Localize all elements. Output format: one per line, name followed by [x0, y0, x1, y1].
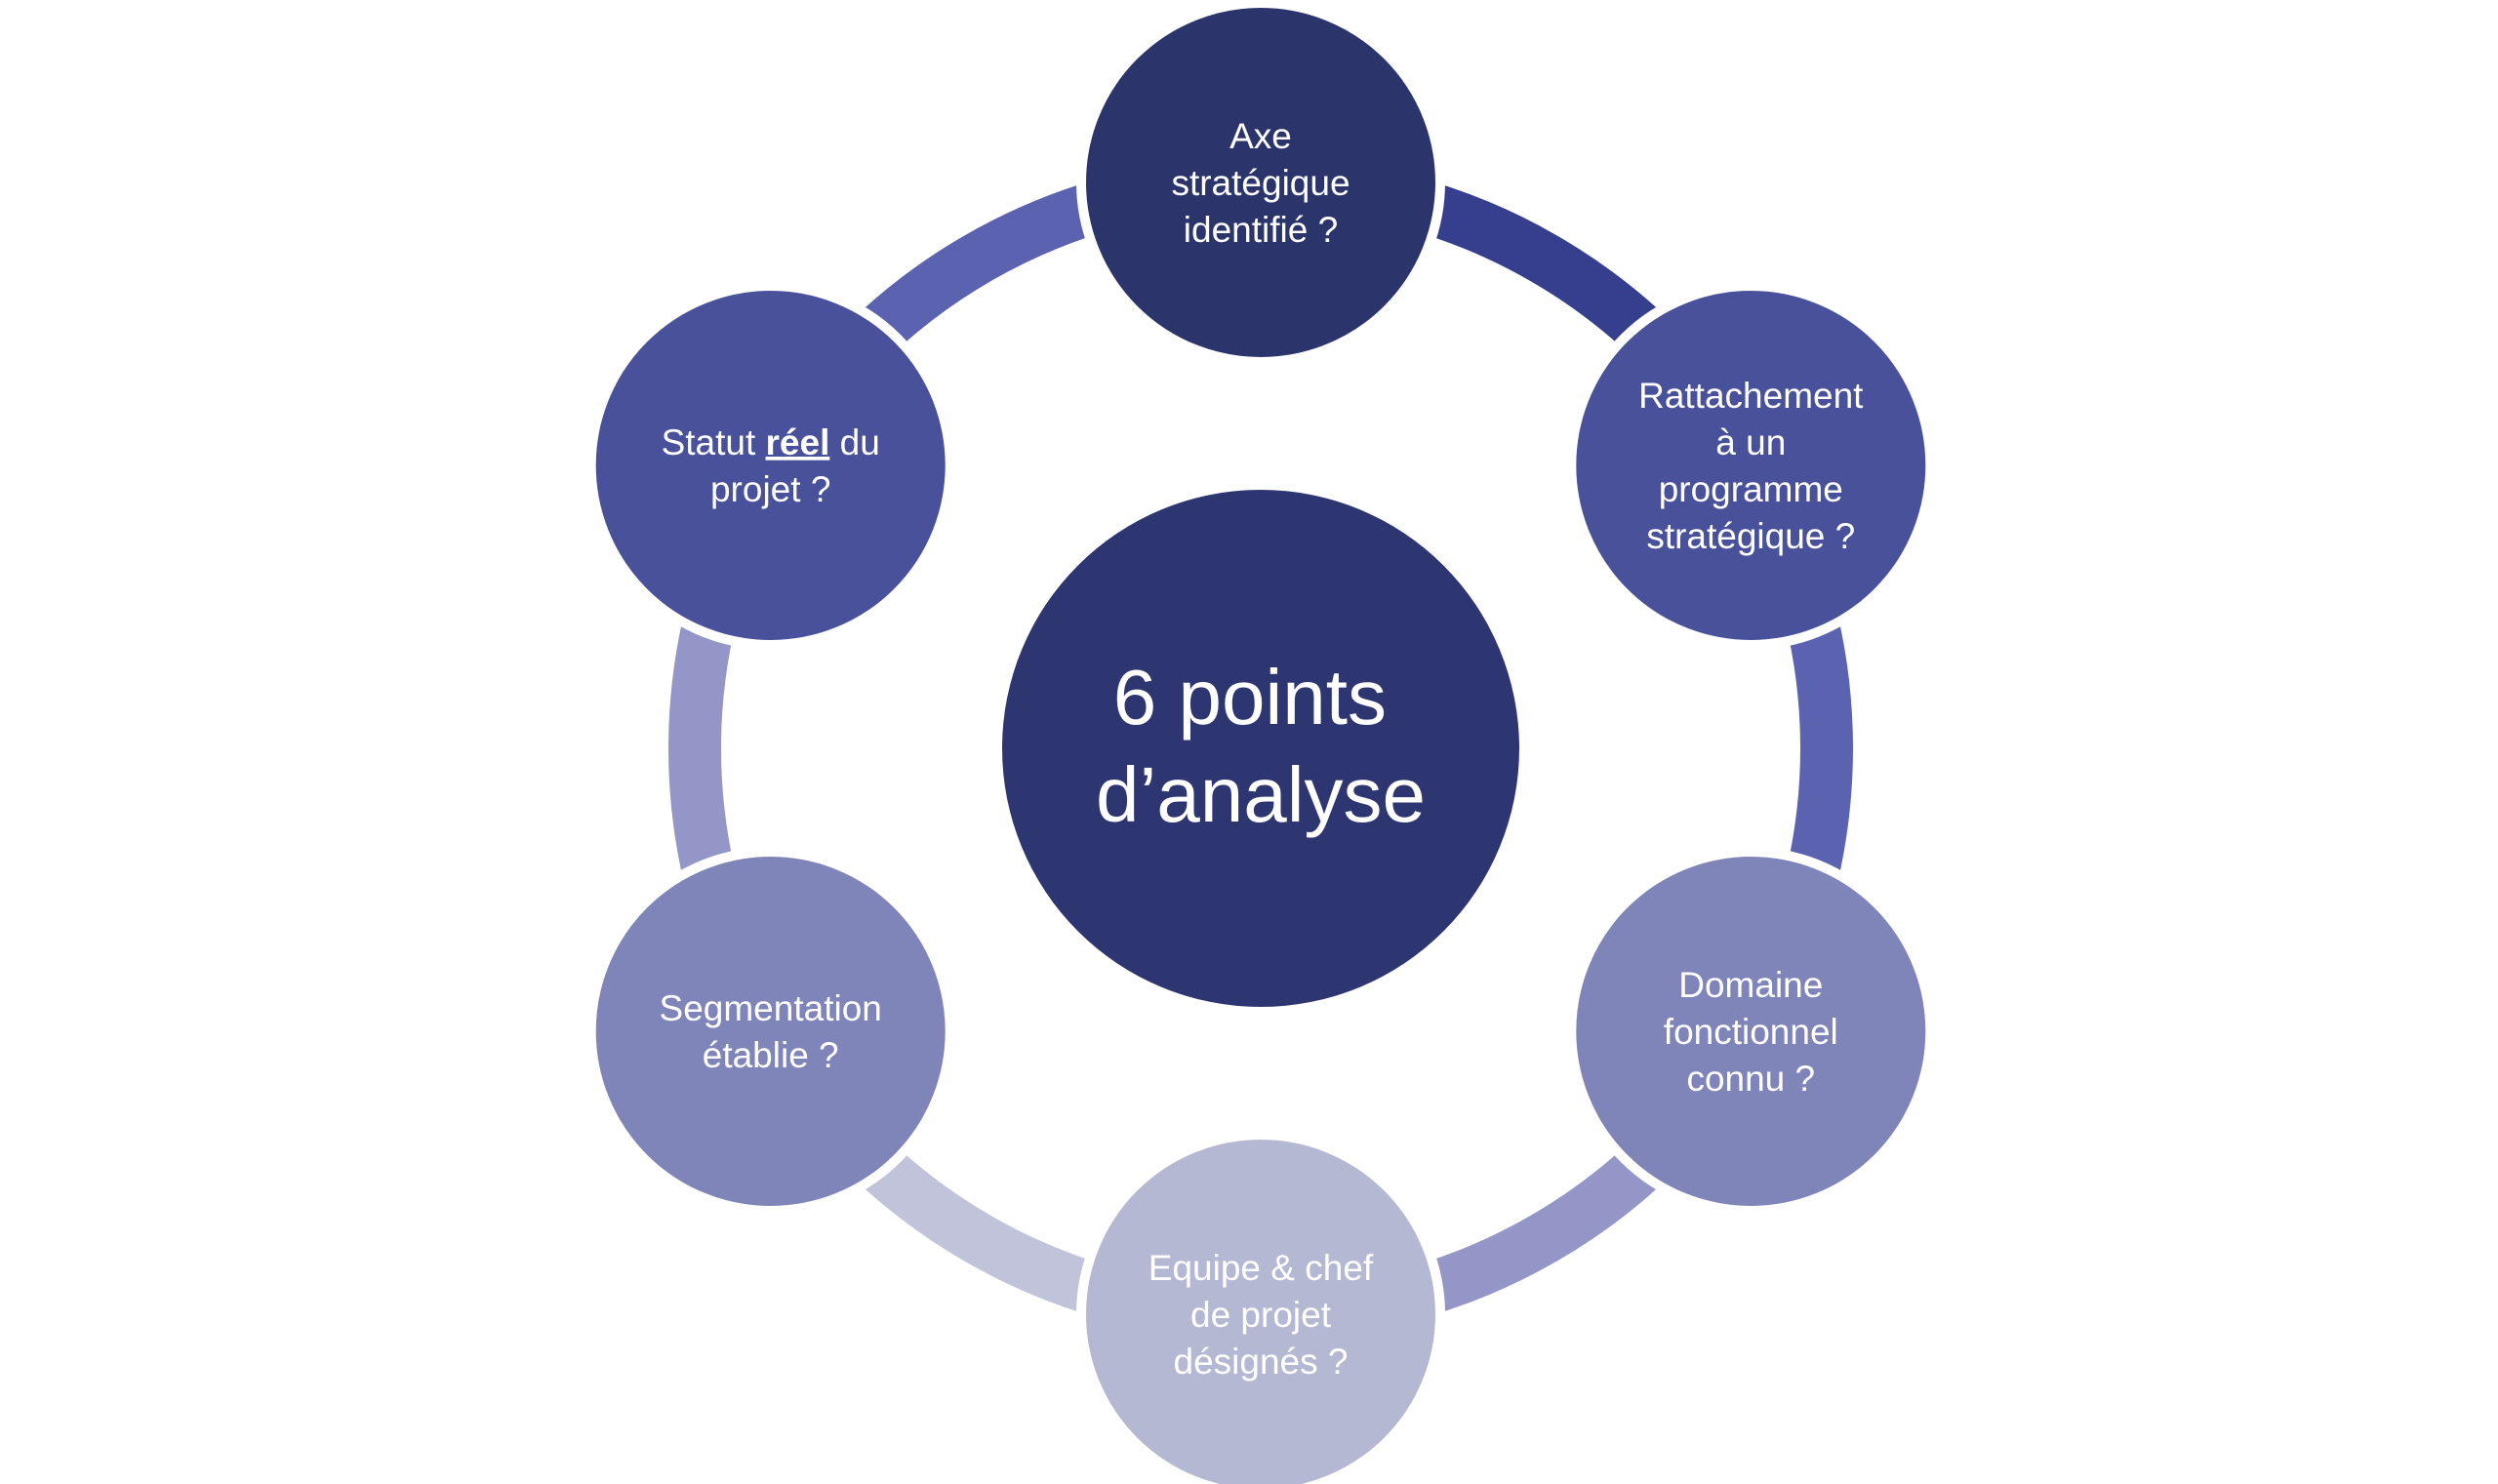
- node-label-line: Domaine: [1678, 965, 1823, 1005]
- node-label-segment: désignés ?: [1174, 1342, 1349, 1382]
- node-label-line: stratégique: [1171, 163, 1350, 203]
- node-label-line: Rattachement: [1638, 376, 1864, 416]
- node-axe-strategique: Axe stratégique identifié ?: [1076, 0, 1445, 367]
- node-label-segment: Axe: [1229, 116, 1292, 156]
- node-circle: [585, 281, 955, 650]
- node-label-line: de projet: [1190, 1295, 1332, 1335]
- node-label-line: programme: [1659, 469, 1843, 509]
- node-label-segment: établie ?: [703, 1035, 839, 1075]
- node-label-emphasis: réel: [766, 422, 830, 462]
- node-label-line: Equipe & chef: [1148, 1248, 1374, 1288]
- node-label: Equipe & chef de projet désignés ?: [1148, 1248, 1374, 1382]
- node-label: Segmentation établie ?: [660, 988, 882, 1075]
- node-label-segment: à un: [1715, 422, 1786, 462]
- node-label-segment: Segmentation: [660, 988, 882, 1028]
- node-label-segment: de projet: [1190, 1295, 1332, 1335]
- node-label: Domaine fonctionnel connu ?: [1664, 965, 1838, 1099]
- node-label-segment: identifié ?: [1184, 210, 1338, 250]
- node-label-segment: Equipe & chef: [1148, 1248, 1374, 1288]
- node-label-line: à un: [1715, 422, 1786, 462]
- node-segmentation: Segmentation établie ?: [585, 847, 955, 1216]
- center-node: 6 points d’analyse: [1002, 490, 1519, 1007]
- node-label-line: établie ?: [703, 1035, 839, 1075]
- svg-text:6 points d’analyse: 6 points d’analyse: [1096, 654, 1426, 838]
- node-equipe-chef-projet: Equipe & chef de projet désignés ?: [1076, 1130, 1445, 1484]
- node-label-line: fonctionnel: [1664, 1012, 1838, 1052]
- center-title-line: d’analyse: [1096, 751, 1426, 838]
- node-circle: [1566, 847, 1936, 1216]
- node-circle: [1076, 0, 1445, 367]
- node-label-segment: stratégique: [1171, 163, 1350, 203]
- node-label-line: désignés ?: [1174, 1342, 1349, 1382]
- node-label-line: connu ?: [1686, 1059, 1815, 1099]
- node-label: Rattachement à un programme stratégique ?: [1638, 376, 1864, 556]
- node-label-line: Segmentation: [660, 988, 882, 1028]
- node-label-line: Axe: [1229, 116, 1292, 156]
- node-label-segment: Domaine: [1678, 965, 1823, 1005]
- node-label-segment: du: [829, 422, 879, 462]
- node-label-segment: Rattachement: [1638, 376, 1864, 416]
- node-label-line: identifié ?: [1184, 210, 1338, 250]
- node-label-line: stratégique ?: [1646, 516, 1855, 556]
- node-label: Axe stratégique identifié ?: [1171, 116, 1350, 250]
- node-label-segment: Statut: [662, 422, 766, 462]
- node-label-segment: stratégique ?: [1646, 516, 1855, 556]
- outer-nodes: Axe stratégique identifié ? Rattachement à u…: [585, 0, 1936, 1484]
- node-label-segment: projet ?: [710, 469, 830, 509]
- node-circle: [1076, 1130, 1445, 1484]
- node-statut-reel: Statut réel du projet ?: [585, 281, 955, 650]
- node-label-line: projet ?: [710, 469, 830, 509]
- node-rattachement-programme: Rattachement à un programme stratégique ?: [1566, 281, 1936, 650]
- node-label-line: Statut réel du: [662, 422, 880, 462]
- node-label-segment: fonctionnel: [1664, 1012, 1838, 1052]
- node-circle: [1566, 281, 1936, 650]
- node-label: Statut réel du projet ?: [662, 422, 880, 509]
- center-title-line: 6 points: [1113, 654, 1387, 741]
- center-circle: [1002, 490, 1519, 1007]
- node-label-segment: connu ?: [1686, 1059, 1815, 1099]
- node-label-segment: programme: [1659, 469, 1843, 509]
- node-circle: [585, 847, 955, 1216]
- node-domaine-fonctionnel: Domaine fonctionnel connu ?: [1566, 847, 1936, 1216]
